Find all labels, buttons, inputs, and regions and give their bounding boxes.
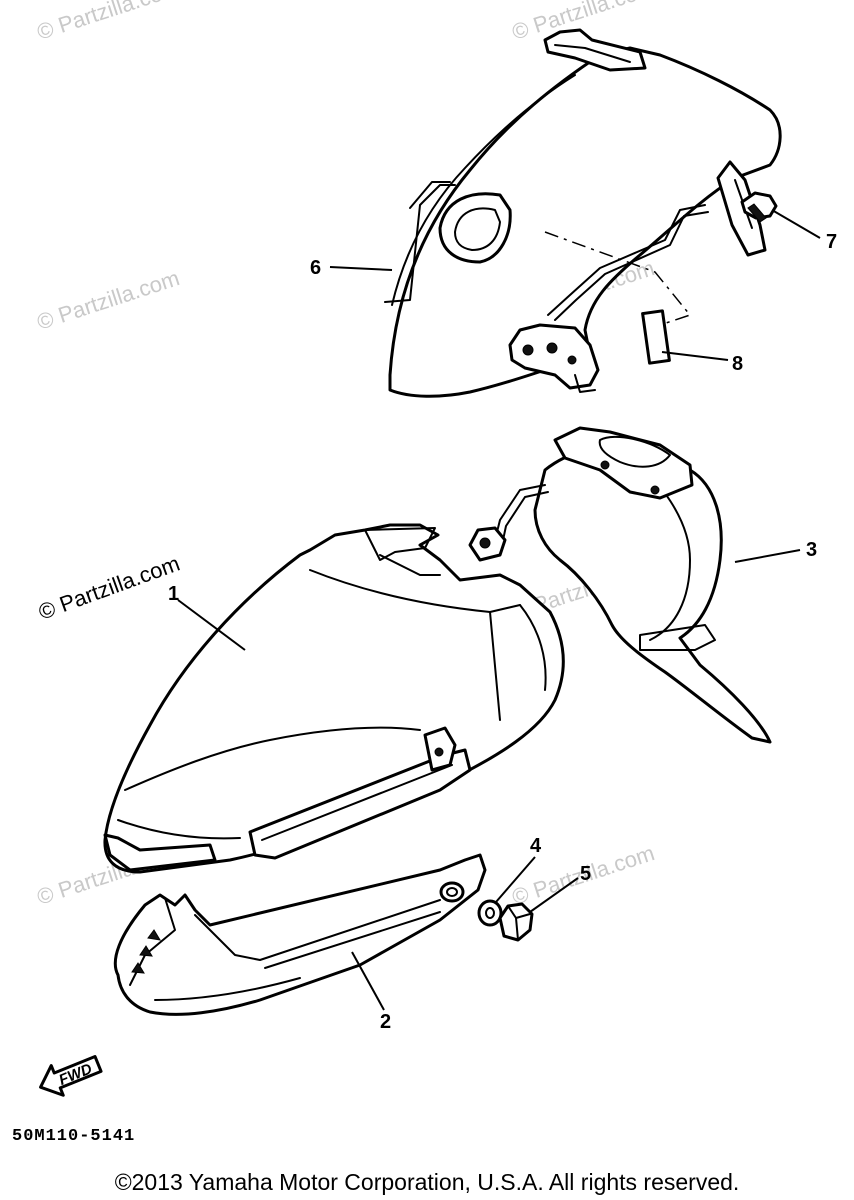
part-7-bolt xyxy=(740,191,778,223)
callout-7: 7 xyxy=(826,231,837,253)
callout-2: 2 xyxy=(380,1011,391,1033)
watermark: © Partzilla.com xyxy=(34,265,183,335)
callout-numbers: 1 2 3 4 5 6 7 8 xyxy=(168,231,837,1033)
part-1-front-fender xyxy=(103,523,565,874)
part-4-washer xyxy=(477,899,503,927)
part-2-lower-trim xyxy=(113,853,487,1016)
callout-8: 8 xyxy=(732,353,743,375)
fwd-label: FWD xyxy=(56,1060,94,1089)
part-3-inner-fender xyxy=(468,426,772,744)
part-8-pad xyxy=(641,309,671,365)
part-6-rear-fender xyxy=(384,28,782,398)
watermark: © Partzilla.com xyxy=(34,0,183,45)
watermark-prominent: © Partzilla.com xyxy=(35,551,183,625)
fwd-arrow: FWD xyxy=(39,1055,103,1097)
callout-5: 5 xyxy=(580,863,591,885)
leader-lines xyxy=(177,209,821,1011)
callout-3: 3 xyxy=(806,539,817,561)
alignment-line xyxy=(544,231,692,331)
part-5-nut xyxy=(498,902,534,942)
callout-6: 6 xyxy=(310,257,321,279)
diagram-code: 50M110-5141 xyxy=(12,1127,135,1146)
callout-4: 4 xyxy=(530,835,542,857)
callout-1: 1 xyxy=(168,583,179,605)
copyright-notice: ©2013 Yamaha Motor Corporation, U.S.A. A… xyxy=(115,1169,740,1195)
